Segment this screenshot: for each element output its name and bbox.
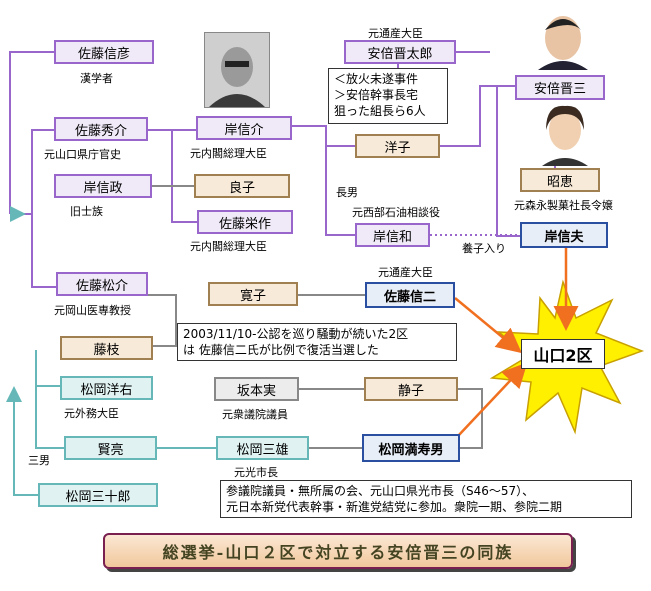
note-line: 参議院議員・無所属の会、元山口県光市長（S46～57）、 <box>226 484 535 498</box>
person-matsuoka-sanjuro: 松岡三十郎 <box>38 483 158 507</box>
note-line: ＞安倍幹事長宅 <box>334 88 419 102</box>
person-kishi-nobumasa: 岸信政 <box>54 174 152 198</box>
person-ryoko: 良子 <box>194 174 290 198</box>
person-kensuke: 賢亮 <box>64 436 157 460</box>
person-kishi-nobusuke: 岸信介 <box>196 116 292 140</box>
note-matsuoka-mitsuo: 元光市長 <box>234 466 278 479</box>
person-abe-shintaro: 安倍晋太郎 <box>344 40 456 64</box>
person-kishi-nobuo: 岸信夫 <box>520 222 608 248</box>
person-abe-shinzo: 安倍晋三 <box>515 75 605 100</box>
person-matsuoka-yosuke: 松岡洋右 <box>60 376 153 400</box>
arson-note: ＜放火未遂事件 ＞安倍幹事長宅 狙った組長ら6人 <box>328 68 448 124</box>
note-line: 元日本新党代表幹事・新進党結党に参加。衆院一期、参院二期 <box>226 500 563 514</box>
person-sato-hidesuke: 佐藤秀介 <box>54 117 148 141</box>
note-kishi-nobusuke: 元内閣総理大臣 <box>190 147 267 160</box>
person-akie: 昭恵 <box>520 168 600 192</box>
person-kishi-nobukazu: 岸信和 <box>355 223 430 247</box>
note-kishi-nobumasa: 旧士族 <box>70 205 103 218</box>
note-matsuoka-yosuke: 元外務大臣 <box>64 407 119 420</box>
label-adopted: 養子入り <box>462 242 506 255</box>
note-sato-hidesuke: 元山口県庁官史 <box>44 148 121 161</box>
note-sato-nobuhiko: 漢学者 <box>80 72 113 85</box>
person-sakamoto-minoru: 坂本実 <box>214 377 299 401</box>
note-line: 狙った組長ら6人 <box>334 104 426 118</box>
person-shizuko: 静子 <box>364 377 458 401</box>
note-sato-matsusuke: 元岡山医専教授 <box>54 304 131 317</box>
note-abe-shintaro: 元通産大臣 <box>368 27 423 40</box>
portrait-abe-shinzo <box>528 8 598 70</box>
portrait-icon <box>538 16 588 70</box>
portrait-icon <box>205 33 269 107</box>
page-title: 総選挙-山口２区で対立する安倍晋三の同族 <box>103 533 573 569</box>
note-kishi-nobukazu: 元西部石油相談役 <box>352 206 440 219</box>
masuo-career-note: 参議院議員・無所属の会、元山口県光市長（S46～57）、 元日本新党代表幹事・新… <box>220 480 632 518</box>
person-matsuoka-mitsuo: 松岡三雄 <box>216 436 309 460</box>
note-sato-shinji: 元通産大臣 <box>378 266 433 279</box>
note-sakamoto-minoru: 元衆議院議員 <box>222 408 288 421</box>
election-note: 2003/11/10-公認を巡り騒動が続いた2区 は 佐藤信二氏が比例で復活当選… <box>177 323 457 361</box>
note-line: は 佐藤信二氏が比例で復活当選した <box>183 343 379 357</box>
label-eldest-son: 長男 <box>336 186 358 199</box>
portrait-icon <box>542 105 588 166</box>
label-third-son: 三男 <box>28 454 50 467</box>
person-hiroko: 寛子 <box>208 282 298 306</box>
person-matsuoka-masuo: 松岡満寿男 <box>362 434 460 462</box>
person-fujie: 藤枝 <box>60 336 153 360</box>
note-akie: 元森永製菓社長令嬢 <box>514 199 613 212</box>
note-sato-eisaku: 元内閣総理大臣 <box>190 240 267 253</box>
person-sato-eisaku: 佐藤栄作 <box>197 210 293 234</box>
person-sato-matsusuke: 佐藤松介 <box>56 272 148 296</box>
person-sato-shinji: 佐藤信二 <box>365 282 455 308</box>
note-line: ＜放火未遂事件 <box>334 72 419 86</box>
district-label: 山口2区 <box>521 339 605 369</box>
portrait-kishi-nobusuke <box>204 32 270 108</box>
person-sato-nobuhiko: 佐藤信彦 <box>54 40 154 64</box>
note-line: 2003/11/10-公認を巡り騒動が続いた2区 <box>183 327 409 341</box>
portrait-akie <box>536 100 594 166</box>
person-yoko: 洋子 <box>355 134 440 158</box>
